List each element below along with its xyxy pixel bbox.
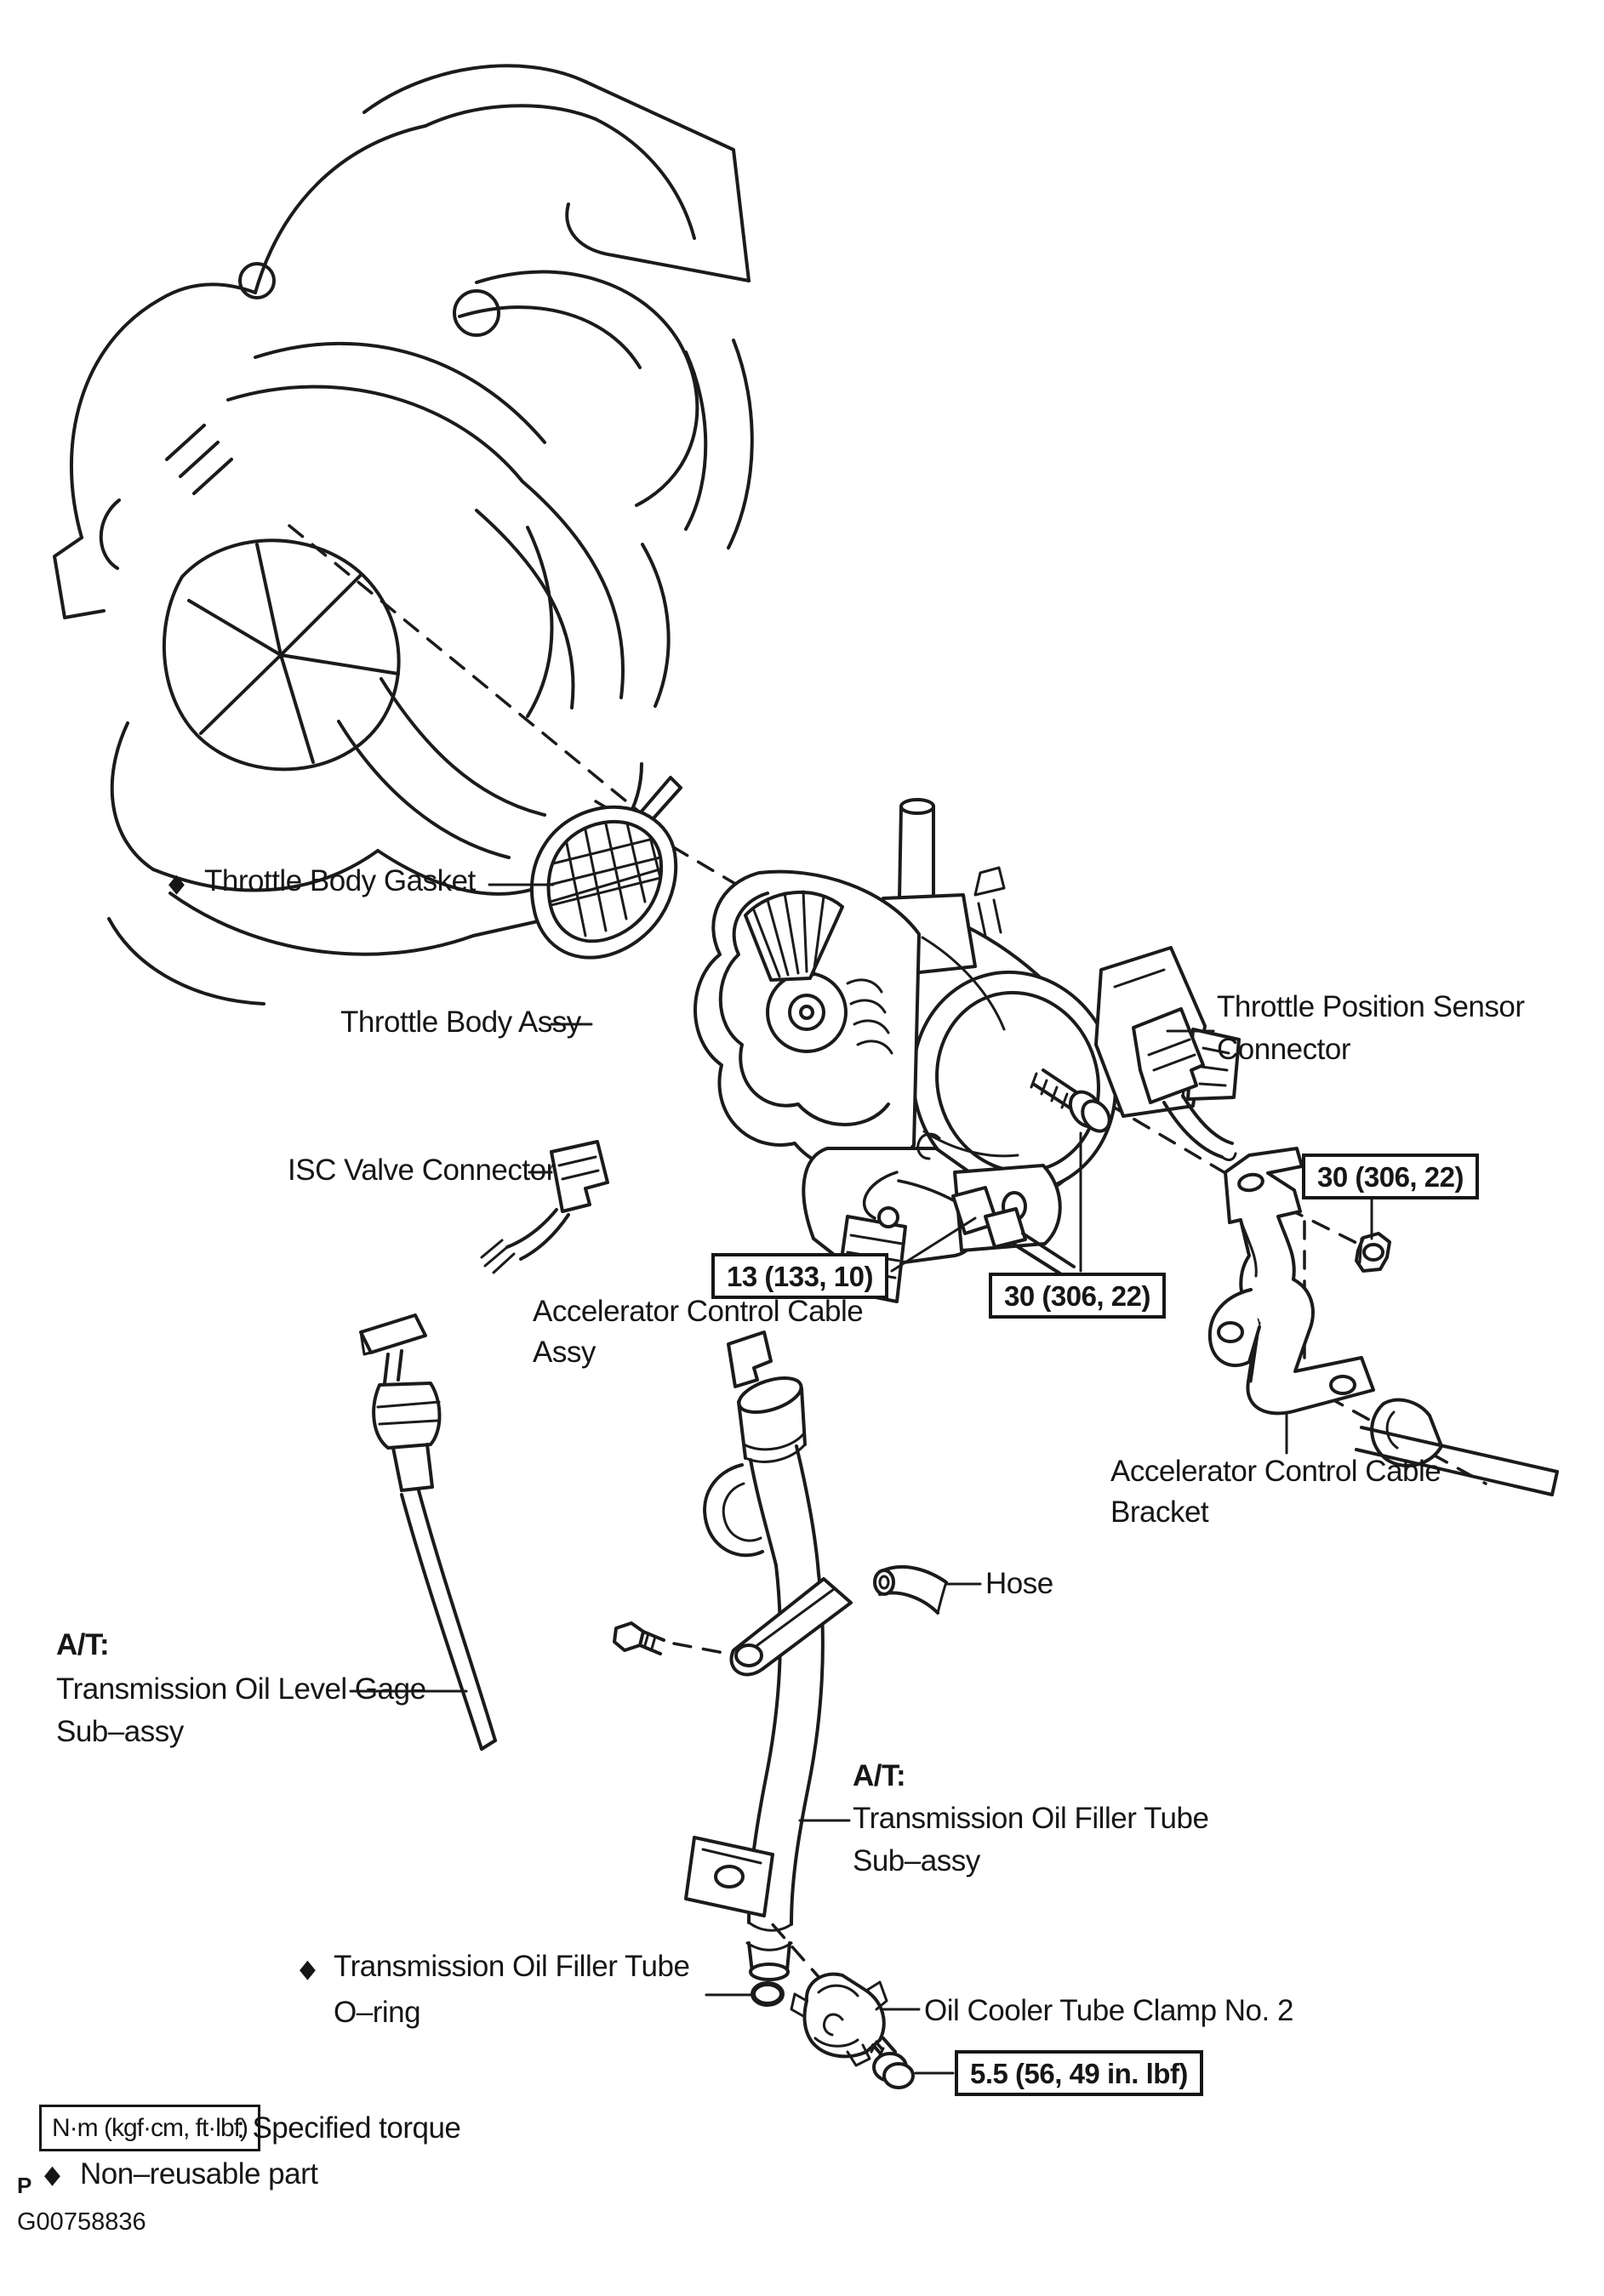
page-marker: P bbox=[17, 2173, 31, 2198]
label-hose: Hose bbox=[985, 1567, 1053, 1600]
label-at-level-gage: A/T: bbox=[56, 1628, 110, 1661]
label-level-gage-line2: Sub–assy bbox=[56, 1715, 184, 1748]
legend-torque-caption: : Specified torque bbox=[237, 2111, 461, 2145]
legend-torque-units-box: N·m (kgf·cm, ft·lbf) bbox=[39, 2105, 260, 2151]
torque-bracket-nut: 30 (306, 22) bbox=[1302, 1154, 1479, 1199]
mounting-bolt-drawing bbox=[1030, 1068, 1111, 1133]
legend-nonreusable-diamond: ◆ bbox=[44, 2161, 60, 2189]
clamp-bolt-drawing bbox=[870, 2037, 915, 2089]
throttle-body-gasket-drawing bbox=[529, 776, 682, 960]
small-bolt-drawing bbox=[613, 1621, 665, 1655]
accelerator-bracket-drawing bbox=[1207, 1147, 1559, 1496]
figure-id: G00758836 bbox=[17, 2208, 146, 2236]
nonreusable-diamond-oring: ◆ bbox=[300, 1955, 316, 1983]
label-oring-line1: Transmission Oil Filler Tube bbox=[334, 1950, 690, 1983]
leader-lines bbox=[349, 883, 1373, 2075]
label-accel-cable-line1: Accelerator Control Cable bbox=[533, 1295, 864, 1328]
label-filler-tube-line1: Transmission Oil Filler Tube bbox=[853, 1802, 1209, 1835]
isc-connector-drawing bbox=[480, 1140, 609, 1274]
tps-connector-drawing bbox=[1132, 1007, 1237, 1161]
label-tps-connector-line1: Throttle Position Sensor bbox=[1217, 990, 1525, 1023]
label-oil-cooler-clamp: Oil Cooler Tube Clamp No. 2 bbox=[924, 1994, 1293, 2027]
label-level-gage-line1: Transmission Oil Level Gage bbox=[56, 1672, 426, 1706]
bracket-nut-drawing bbox=[1355, 1232, 1391, 1273]
label-accel-cable-line2: Assy bbox=[533, 1336, 596, 1369]
engine-assembly-drawing bbox=[53, 64, 754, 1006]
label-throttle-body-gasket: Throttle Body Gasket bbox=[204, 864, 476, 897]
label-tps-connector-line2: Connector bbox=[1217, 1033, 1350, 1066]
label-isc-valve-connector: ISC Valve Connector bbox=[288, 1154, 556, 1187]
label-accel-bracket-line2: Bracket bbox=[1110, 1496, 1209, 1529]
clamp-drawing bbox=[790, 1972, 888, 2067]
dipstick-drawing bbox=[359, 1313, 497, 1751]
legend-nonreusable-text: Non–reusable part bbox=[80, 2157, 318, 2191]
torque-accel-cable: 13 (133, 10) bbox=[711, 1253, 888, 1299]
hose-drawing bbox=[873, 1564, 948, 1615]
torque-bracket-bolt: 30 (306, 22) bbox=[989, 1273, 1166, 1319]
o-ring-drawing bbox=[751, 1981, 785, 2007]
label-filler-tube-line2: Sub–assy bbox=[853, 1844, 980, 1877]
label-accel-bracket-line1: Accelerator Control Cable bbox=[1110, 1455, 1441, 1488]
label-oring-line2: O–ring bbox=[334, 1996, 421, 2029]
accelerator-cable-drawing bbox=[863, 1171, 1076, 1279]
torque-clamp-bolt: 5.5 (56, 49 in. lbf) bbox=[955, 2050, 1203, 2096]
filler-tube-drawing bbox=[684, 1330, 853, 1981]
label-throttle-body-assy: Throttle Body Assy bbox=[340, 1006, 581, 1039]
label-at-filler-tube: A/T: bbox=[853, 1759, 906, 1792]
nonreusable-diamond-gasket: ◆ bbox=[168, 869, 185, 897]
